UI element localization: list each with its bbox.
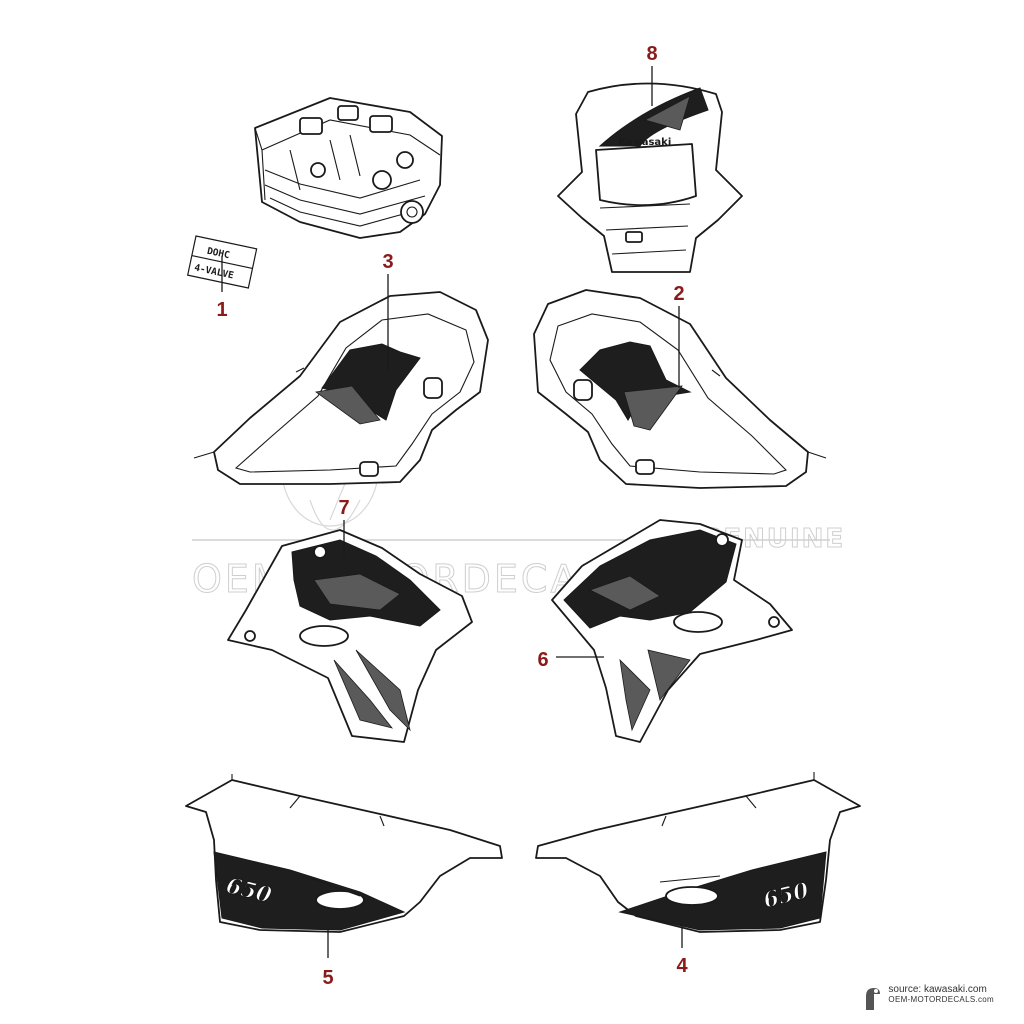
callout-3[interactable]: 3: [382, 251, 394, 370]
callout-label-6: 6: [537, 649, 548, 671]
mascot-logo-icon: [866, 988, 881, 1010]
radiator-shroud-left-illustration[interactable]: [227, 529, 473, 743]
callout-label-7: 7: [338, 497, 349, 519]
callout-7[interactable]: 7: [338, 497, 350, 556]
tank-shroud-right-illustration[interactable]: [533, 289, 827, 489]
source-credit: source: kawasaki.com OEM-MOTORDECALS.com: [866, 984, 994, 1010]
site-text: OEM-MOTORDECALS.com: [888, 995, 994, 1004]
callout-label-4: 4: [676, 955, 688, 977]
callout-8[interactable]: 8: [646, 43, 658, 106]
callout-4[interactable]: 4: [676, 924, 688, 977]
callout-label-3: 3: [382, 251, 393, 273]
source-text: source: kawasaki.com: [888, 984, 987, 995]
headlight-cowl-illustration[interactable]: Kawasaki: [557, 82, 743, 273]
callout-label-2: 2: [673, 283, 684, 305]
tank-shroud-left-illustration[interactable]: [193, 291, 489, 485]
callout-2[interactable]: 2: [673, 283, 685, 388]
side-cover-right-illustration[interactable]: 650: [535, 772, 861, 933]
callout-5[interactable]: 5: [322, 926, 334, 989]
radiator-shroud-right-illustration[interactable]: [551, 519, 793, 743]
callout-label-5: 5: [322, 967, 333, 989]
headlight-logo-text: Kawasaki: [618, 137, 671, 148]
callout-1[interactable]: 1: [216, 256, 228, 321]
decal-text-dohc: DOHC: [206, 246, 231, 262]
callout-label-1: 1: [216, 299, 227, 321]
cylinder-head-illustration: [254, 97, 443, 239]
side-cover-left-illustration[interactable]: 650: [185, 774, 503, 933]
callout-6[interactable]: 6: [537, 649, 604, 671]
callout-label-8: 8: [646, 43, 657, 65]
